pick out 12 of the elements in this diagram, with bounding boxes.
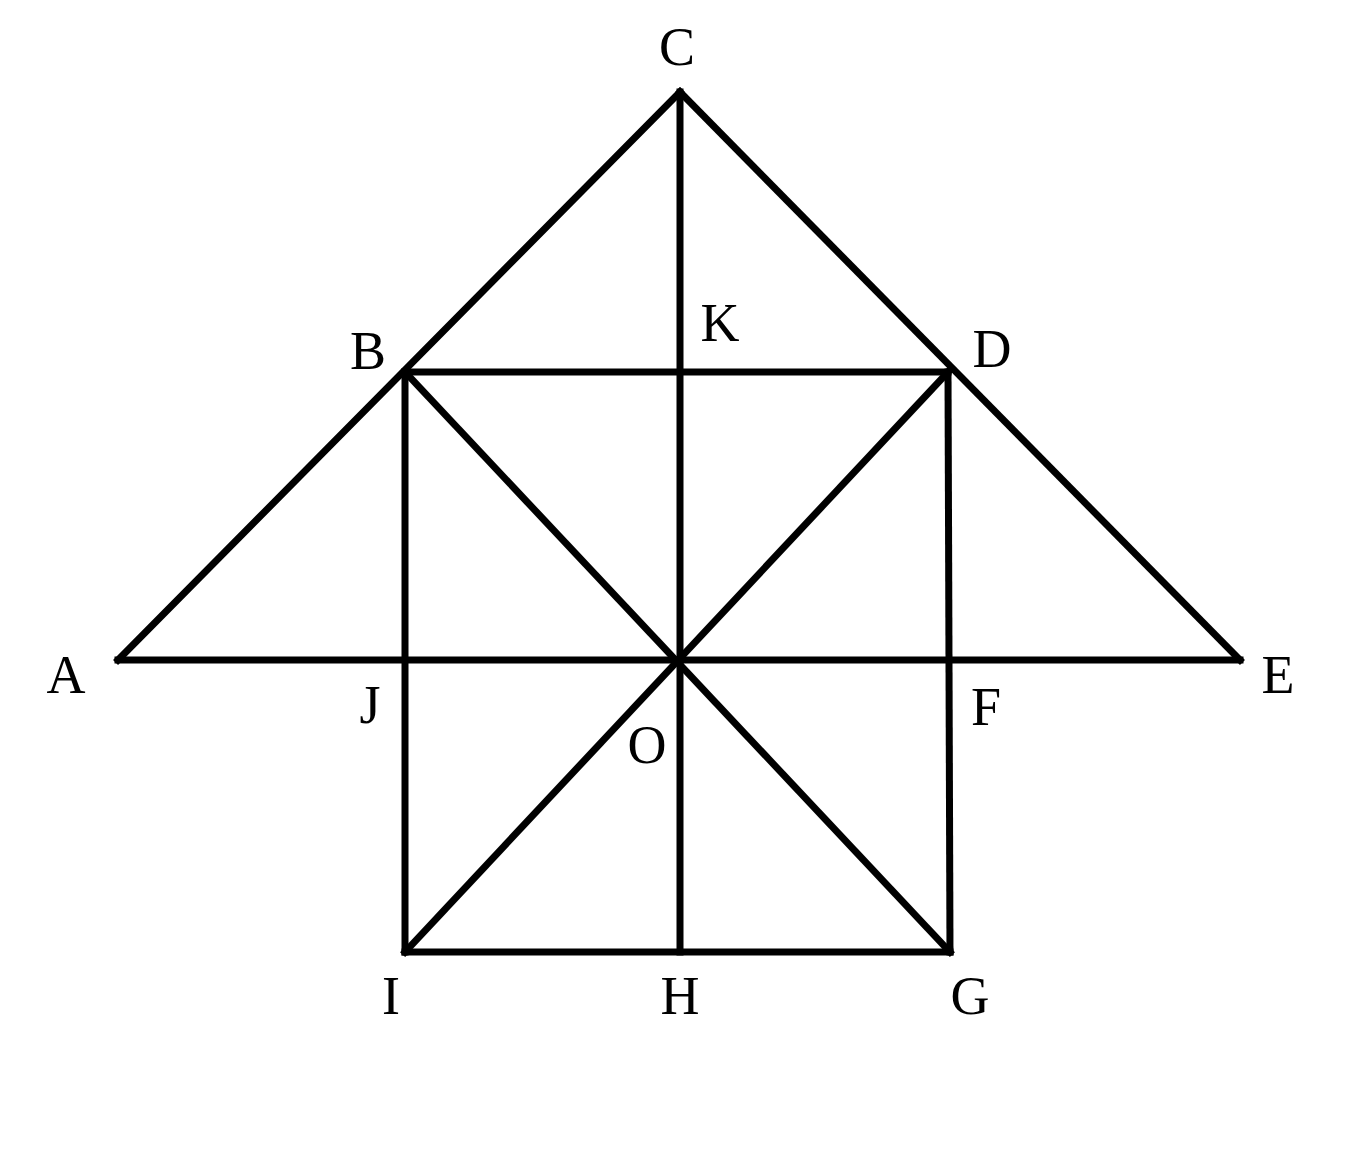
point-label: O bbox=[627, 718, 667, 772]
point-label: F bbox=[971, 680, 1001, 734]
point-label: A bbox=[46, 648, 86, 702]
point-label: E bbox=[1261, 648, 1295, 702]
point-label: C bbox=[659, 20, 695, 74]
point-label: G bbox=[950, 969, 990, 1023]
point-label: H bbox=[660, 969, 700, 1023]
point-label: D bbox=[972, 322, 1012, 376]
point-label: I bbox=[382, 969, 400, 1023]
point-label: B bbox=[350, 324, 386, 378]
point-label: K bbox=[700, 296, 740, 350]
point-label: J bbox=[359, 678, 381, 732]
